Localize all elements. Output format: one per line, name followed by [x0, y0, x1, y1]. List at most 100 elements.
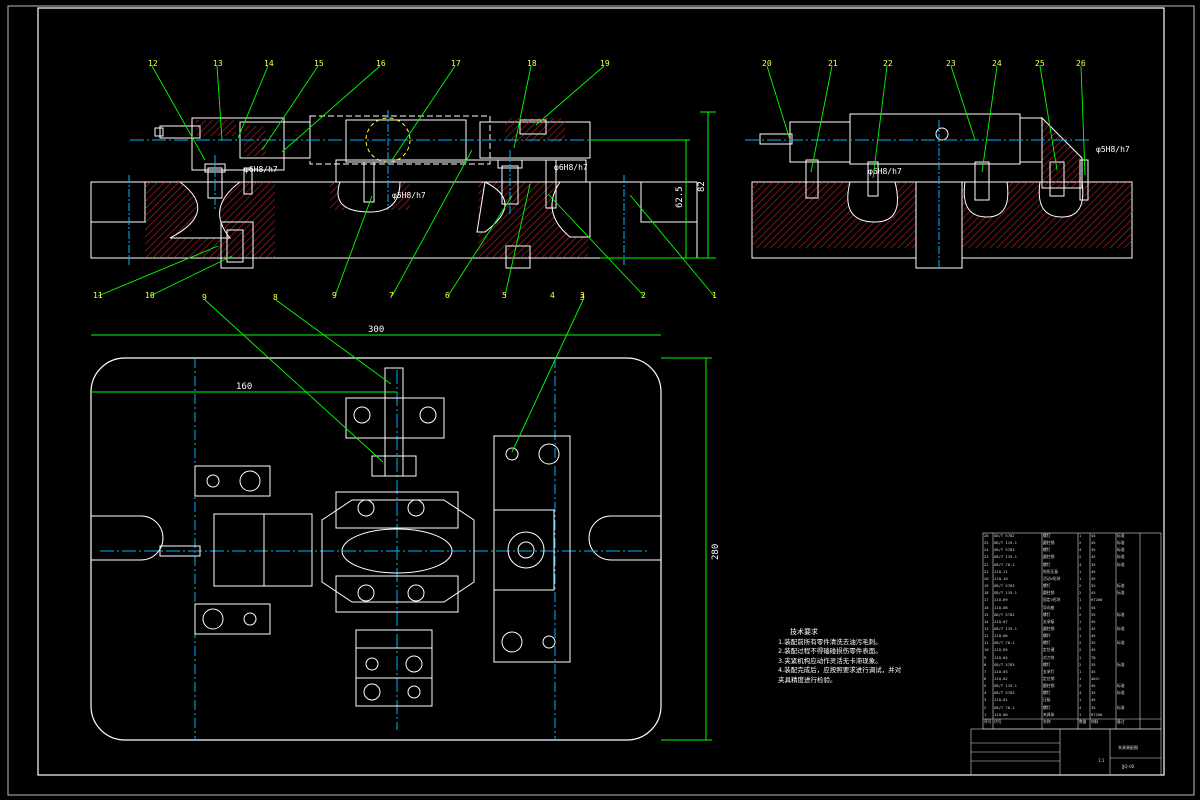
- parts-list-cell: JJQ-06: [994, 633, 1008, 639]
- parts-list-cell: 1: [1079, 597, 1082, 603]
- sheet-inner-frame: [37, 7, 1165, 776]
- parts-list-cell: 2: [1079, 590, 1082, 596]
- parts-list-cell: 4: [984, 690, 987, 696]
- parts-list-cell: 45: [1091, 533, 1096, 538]
- parts-list-cell: 45: [1091, 540, 1096, 546]
- parts-list-cell: 螺钉: [1043, 583, 1051, 589]
- fit-label-e: φ5H8/h7: [1096, 145, 1130, 154]
- parts-list-cell: 12: [984, 633, 989, 639]
- notes-title: 技术要求: [790, 628, 818, 636]
- parts-list-cell: 4: [1079, 561, 1082, 567]
- parts-list-cell: 8: [984, 661, 987, 667]
- parts-list-cell: 35: [1091, 640, 1096, 646]
- parts-list-cell: 9: [984, 654, 987, 660]
- parts-list-cell: 45: [1091, 683, 1096, 689]
- parts-list-cell: JJQ-04: [994, 654, 1008, 660]
- parts-list-cell: 支承钉: [1043, 668, 1055, 674]
- parts-list-cell: HT200: [1091, 711, 1103, 717]
- parts-list-cell: 1: [1079, 633, 1082, 639]
- parts-list-cell: 2: [1079, 640, 1082, 646]
- parts-list-cell: 2: [1079, 661, 1082, 667]
- note-item-2: 2.装配过程不得磕碰损伤零件表面。: [778, 647, 882, 656]
- balloon-plan-8: 8: [273, 293, 278, 302]
- balloon-2: 2: [641, 291, 646, 300]
- balloon-25: 25: [1035, 59, 1045, 68]
- parts-list-cell: 18: [984, 590, 989, 596]
- parts-list-cell: 24: [984, 547, 989, 553]
- parts-list-cell: 标准: [1117, 625, 1125, 631]
- parts-list-cell: 45: [1091, 604, 1096, 610]
- parts-list-cell: 圆柱销: [1043, 683, 1055, 689]
- parts-list-cell: 45: [1091, 697, 1096, 703]
- parts-list-cell: 2: [1079, 554, 1082, 560]
- parts-list-header: 序号代号名称数量材料备注: [983, 719, 1161, 725]
- parts-list-cell: 45: [1091, 575, 1096, 581]
- parts-list-cell: 45: [1091, 647, 1096, 653]
- parts-list-cell: GB/T 5783: [994, 583, 1015, 589]
- parts-list-cell: GB/T 119.1: [994, 590, 1017, 596]
- parts-list-frame: [970, 532, 1162, 776]
- parts-list-cell: 标准: [1117, 690, 1125, 696]
- balloon-4: 4: [550, 291, 555, 300]
- balloon-plan-9: 9: [202, 293, 207, 302]
- parts-list-cell: 标准: [1117, 704, 1125, 710]
- dim-width-half: 160: [236, 382, 252, 392]
- parts-list-cell: 压板: [1043, 697, 1051, 703]
- fit-label-b: φ5H8/h7: [392, 191, 426, 200]
- parts-list-cell: JJQ-07: [994, 618, 1008, 624]
- parts-list-header-cell: 序号: [984, 718, 992, 724]
- balloon-13: 13: [213, 59, 223, 68]
- parts-list-cell: 35: [1091, 611, 1096, 617]
- parts-list-cell: 螺钉: [1043, 640, 1051, 646]
- balloon-18: 18: [527, 59, 537, 68]
- plan-view: 300 160 280: [90, 325, 721, 741]
- balloon-17: 17: [451, 59, 461, 68]
- parts-list-cell: 10: [984, 647, 989, 653]
- note-item-5: 夹具精度进行检验。: [778, 675, 837, 684]
- parts-list-cell: GB/T 119.1: [994, 540, 1017, 546]
- parts-list-cell: 2: [984, 704, 987, 710]
- parts-list-cell: 4: [1079, 704, 1082, 710]
- leader-lines: [97, 65, 1086, 463]
- parts-list-cell: JJQ-03: [994, 668, 1008, 674]
- parts-list-cell: 2: [1079, 683, 1082, 689]
- parts-list-cell: GB/T 5782: [994, 533, 1015, 538]
- parts-list-cell: 2: [1079, 611, 1082, 617]
- parts-list-cell: 45: [1091, 633, 1096, 639]
- balloon-26: 26: [1076, 59, 1086, 68]
- front-section-view: 62.5 82 φ6H8/h7 φ5H8/h7 φ6H8/h7: [90, 110, 716, 269]
- parts-list-cell: 11: [984, 640, 989, 646]
- parts-list-cell: 螺钉: [1043, 690, 1051, 696]
- parts-list-cell: JJQ-10: [994, 575, 1008, 581]
- parts-list-cell: 螺钉: [1043, 661, 1051, 667]
- parts-list-cell: 13: [984, 625, 989, 631]
- parts-list-cell: 21: [984, 568, 989, 574]
- parts-list-cell: T8: [1091, 654, 1096, 660]
- parts-list-cell: 35: [1091, 561, 1096, 567]
- parts-list-cell: 2: [1079, 540, 1082, 546]
- parts-list-cell: 标准: [1117, 533, 1125, 538]
- note-item-3: 3.夹紧机构应动作灵活无卡滞现象。: [778, 656, 882, 665]
- parts-list-cell: JJQ-09: [994, 597, 1008, 603]
- balloon-20: 20: [762, 59, 772, 68]
- parts-list-cell: 1: [1079, 618, 1082, 624]
- balloon-10: 10: [145, 291, 155, 300]
- parts-list-cell: 圆柱销: [1043, 554, 1055, 560]
- parts-list-cell: 支承板: [1043, 618, 1055, 624]
- parts-list-cell: GB/T 5783: [994, 547, 1015, 553]
- balloon-12: 12: [148, 59, 158, 68]
- parts-list-cell: 35: [1091, 661, 1096, 667]
- parts-list-cell: JJQ-11: [994, 568, 1008, 574]
- parts-list-cell: 2: [1079, 583, 1082, 589]
